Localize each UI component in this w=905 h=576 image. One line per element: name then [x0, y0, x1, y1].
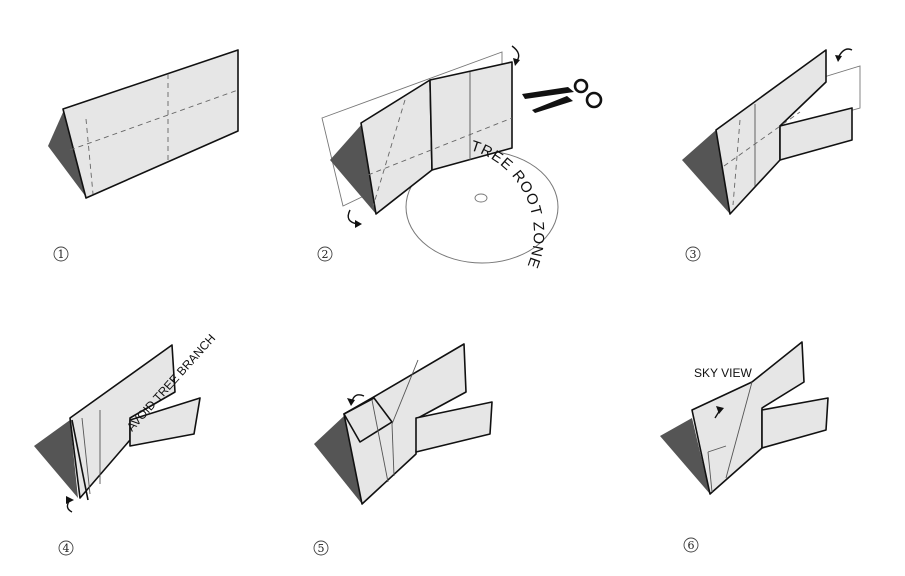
sky-view-label: SKY VIEW: [694, 366, 752, 380]
svg-text:6: 6: [688, 539, 695, 552]
step-number-3: 3: [685, 246, 701, 262]
tree-trunk: [474, 193, 488, 203]
step-number-4: 4: [58, 540, 74, 556]
step-4-shadow: [34, 420, 78, 498]
step-4-illustration: AVOID TREE BRANCH: [34, 331, 218, 513]
step-1-illustration: [48, 49, 239, 199]
svg-text:5: 5: [318, 542, 325, 555]
step-3-lower-branch: [779, 107, 853, 161]
step-6-illustration: SKY VIEW: [660, 341, 829, 495]
step-number-2: 2: [317, 246, 333, 262]
step-4-lower-branch: [129, 397, 201, 447]
svg-text:4: 4: [63, 542, 70, 555]
step-number-6: 6: [683, 537, 699, 553]
step-6-sheet: [691, 341, 805, 495]
step-1-sheet: [62, 49, 239, 199]
svg-text:3: 3: [690, 248, 697, 261]
step-number-5: 5: [313, 540, 329, 556]
step-5-shadow: [314, 416, 362, 504]
step-5-sheet: [343, 343, 467, 505]
step-2-sheet-right: [429, 61, 513, 171]
svg-text:1: 1: [58, 248, 65, 261]
step-2-illustration: TREE ROOT ZONE: [321, 45, 603, 271]
step-5-lower-branch: [415, 401, 493, 453]
step-6-lower-branch: [761, 397, 829, 449]
scissors-icon: [522, 78, 603, 113]
step-3-shadow: [682, 130, 730, 214]
step-number-1: 1: [53, 246, 69, 262]
step-1-shadow: [48, 110, 86, 197]
step-4-sheet-front: [69, 344, 176, 499]
step-3-illustration: [682, 48, 861, 215]
step-6-shadow: [660, 418, 710, 494]
svg-text:2: 2: [322, 248, 329, 261]
step-5-illustration: [314, 343, 493, 505]
step-5-folded-flap: [343, 397, 393, 443]
